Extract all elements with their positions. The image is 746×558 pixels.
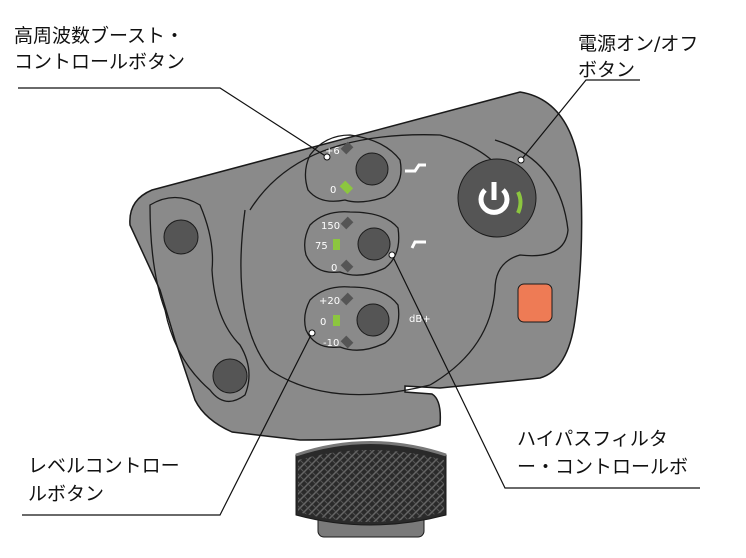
svg-text:電源オン/オフ: 電源オン/オフ: [578, 33, 698, 55]
callout-level: レベルコントロー ルボタン: [28, 455, 180, 505]
lvl-label-minus10: -10: [323, 338, 339, 349]
lvl-label-0: 0: [320, 317, 326, 328]
svg-text:ルボタン: ルボタン: [28, 483, 104, 505]
db-label: dB+: [409, 314, 431, 325]
hf-boost-control[interactable]: +6 0: [325, 141, 426, 196]
callout-hf-boost: 高周波数ブースト・ コントロールボタン: [14, 24, 185, 73]
lvl-indicator-minus10: [340, 335, 354, 349]
power-button[interactable]: [457, 158, 537, 238]
svg-text:コントロールボタン: コントロールボタン: [14, 51, 185, 73]
hp-label-0: 0: [331, 263, 337, 274]
record-indicator: [517, 283, 553, 323]
hf-indicator-on: [339, 180, 354, 195]
hp-label-150: 150: [321, 221, 340, 232]
power-icon: [478, 188, 510, 215]
hp-indicator-150: [340, 216, 354, 230]
side-button-bottom[interactable]: [212, 358, 248, 394]
hp-label-75: 75: [315, 241, 328, 252]
svg-text:ボタン: ボタン: [578, 59, 635, 81]
highpass-icon: [410, 240, 426, 249]
hf-indicator-off: [340, 141, 354, 155]
svg-text:レベルコントロー: レベルコントロー: [28, 455, 180, 477]
svg-text:高周波数ブースト・: 高周波数ブースト・: [14, 24, 184, 47]
highpass-control[interactable]: 150 75 0: [315, 216, 426, 274]
lvl-indicator-0: [333, 315, 340, 326]
svg-text:ー・コントロールボ: ー・コントロールボ: [517, 456, 688, 478]
device-body: [129, 91, 583, 441]
mount-knob: [295, 441, 447, 538]
lvl-label-plus20: +20: [319, 296, 340, 307]
callout-power: 電源オン/オフ ボタン: [578, 33, 698, 81]
callout-highpass: ハイパスフィルタ ー・コントロールボ: [517, 428, 688, 478]
hp-indicator-75: [333, 239, 340, 250]
svg-text:ハイパスフィルタ: ハイパスフィルタ: [517, 428, 668, 450]
lvl-indicator-plus20: [340, 292, 354, 306]
hf-label-0: 0: [330, 185, 336, 196]
leader-lines: [18, 79, 700, 516]
level-control[interactable]: +20 0 -10 dB+: [319, 292, 431, 349]
hf-label-plus6: +6: [325, 146, 340, 157]
power-led: [516, 191, 523, 214]
hp-indicator-0: [340, 259, 354, 273]
side-button-top[interactable]: [163, 219, 199, 255]
hf-shelf-icon: [405, 163, 426, 173]
